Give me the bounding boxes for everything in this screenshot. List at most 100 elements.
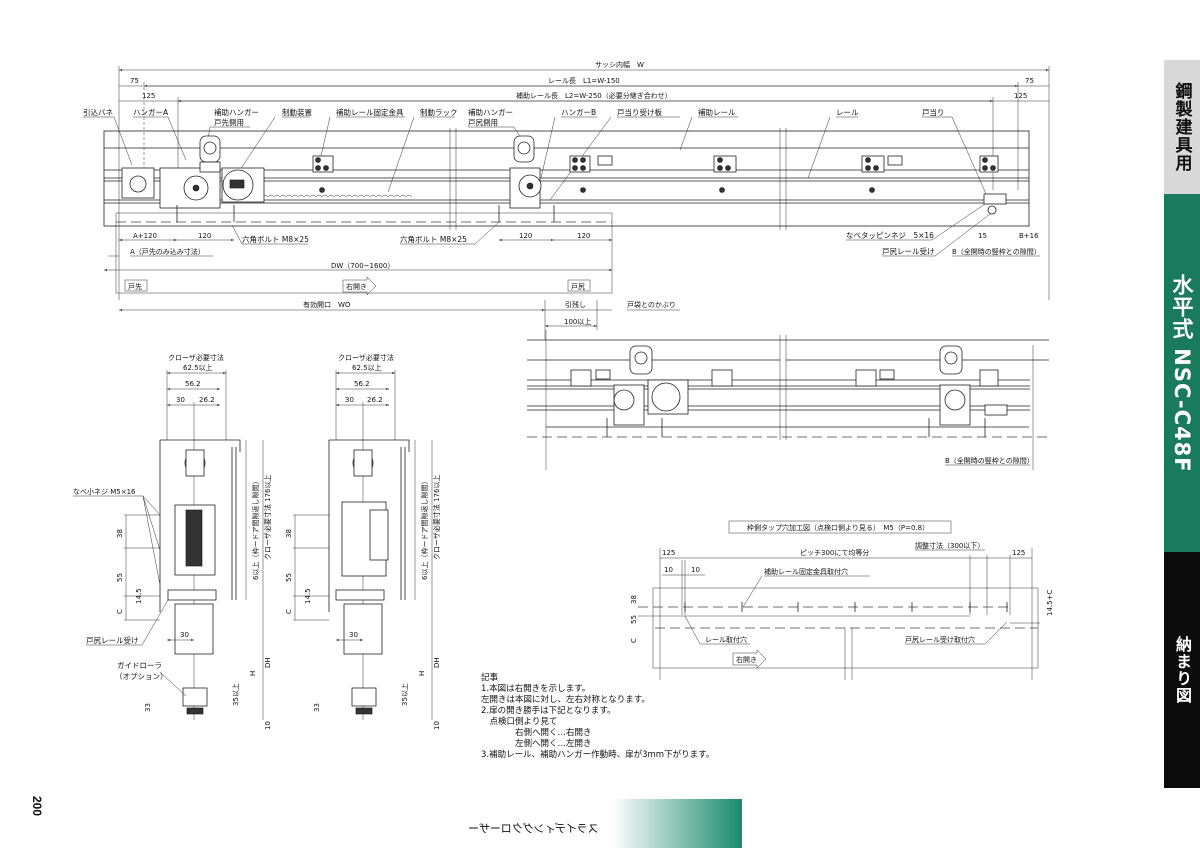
- sv1-h33: 33: [144, 703, 152, 712]
- sv1-screw: なべ小ネジ M5×16: [73, 487, 136, 496]
- tap-aux-hole: 補助レール固定金具取付穴: [764, 567, 848, 576]
- open-view: B（全開時の竪枠との隙間）: [527, 330, 1049, 470]
- section-label: 納まり図: [1173, 636, 1192, 704]
- sv2-h33: 33: [313, 703, 321, 712]
- tap-rear-hole: 戸尻レール受け取付穴: [905, 635, 975, 644]
- callout-hanger-b: ハンガーB: [561, 107, 596, 117]
- page-number: 200: [30, 796, 44, 817]
- sv1-guide-roller-sub: （オプション）: [115, 672, 168, 681]
- dim-b-gap: B（全開時の竪枠との隙間）: [952, 247, 1041, 256]
- callout-aux-rail-bracket: 補助レール固定金具: [336, 107, 404, 117]
- callout-hex-bolt-1: 六角ボルト M8×25: [242, 234, 309, 244]
- dim-right-125: 125: [1014, 92, 1027, 100]
- tap-h55: 55: [630, 615, 638, 624]
- sv2-w30: 30: [345, 396, 354, 404]
- tap-r125: 125: [1012, 549, 1025, 557]
- sv1-w56: 56.2: [185, 380, 201, 388]
- dim-15: 15: [978, 232, 987, 240]
- dim-wo: 有効開口 WO: [303, 300, 351, 309]
- sv2-w26: 26.2: [367, 396, 383, 404]
- notes-title: 記事: [481, 673, 499, 683]
- tap-l125: 125: [662, 549, 675, 557]
- dim-120-1: 120: [198, 232, 211, 240]
- sv1-w30: 30: [176, 396, 185, 404]
- sv1-v176: クローザ必要寸法 176以上: [263, 475, 272, 560]
- category-label: 鋼製建具用: [1171, 82, 1192, 172]
- tap-title: 枠側タップ穴加工図（点検口側より見る） M5（P=0.8）: [747, 523, 929, 532]
- callout-pull-spring: 引込バネ: [83, 108, 113, 117]
- tap-hc: C: [630, 638, 638, 643]
- sv1-h14: 14.5: [135, 588, 143, 604]
- section-tab: 納まり図: [1164, 552, 1200, 788]
- footer-gradient-bar: [612, 799, 742, 848]
- dim-left-125: 125: [142, 92, 155, 100]
- section-view-2: クローザ必要寸法 62.5以上 56.2 30 26.2 6以上（枠ードア間隙返…: [285, 353, 441, 730]
- callout-aux-rail: 補助レール: [698, 107, 736, 117]
- tap-holes: [684, 602, 1008, 612]
- sv1-h38: 38: [116, 529, 124, 538]
- sv1-hDH: DH: [264, 657, 272, 668]
- sv1-hH: H: [249, 671, 257, 676]
- sv1-w62: 62.5以上: [183, 363, 213, 372]
- sv1-h10: 10: [264, 721, 272, 730]
- top-view: サッシ内幅 W レール長 L1=W-150 75 75 補助レール長 L2=W-…: [83, 60, 1050, 340]
- callout-rear-rail-receiver: 戸尻レール受け: [882, 246, 935, 256]
- note-line: 2.扉の開き勝手は下記となります。: [481, 706, 616, 716]
- label-door-front: 戸先: [128, 282, 142, 291]
- dim-a-plus-120: A+120: [133, 232, 157, 240]
- label-door-rear: 戸尻: [571, 283, 585, 291]
- dim-aux-rail-length: 補助レール長 L2=W-250（必要分継ぎ合わせ）: [516, 91, 672, 100]
- sv2-h10: 10: [433, 721, 441, 730]
- dim-dw: DW（700~1600）: [331, 262, 394, 270]
- notes-block: 記事 1.本図は右開きを示します。 左開きは本図に対し、左右対称となります。 2…: [481, 673, 714, 761]
- dim-120-3: 120: [577, 232, 590, 240]
- section-view-1: クローザ必要寸法 62.5以上 56.2 30 26.2 6以上（枠ードア間隙返…: [73, 353, 272, 730]
- note-line: 右側へ開く…右開き: [481, 728, 592, 738]
- tap-d10a: 10: [664, 566, 673, 574]
- callouts: 引込バネ ハンガーA 補助ハンガー 戸先側用 制動装置 補助レール固定金具 制動…: [83, 107, 988, 201]
- callout-brake-rack: 制動ラック: [420, 107, 458, 117]
- dim-a-label: A（戸先のみ込み寸法）: [130, 247, 205, 256]
- callout-rail: レール: [836, 108, 859, 117]
- sv2-h55: 55: [285, 573, 293, 582]
- sv1-b30: 30: [180, 631, 189, 639]
- dim-min-100: 100以上: [564, 317, 591, 326]
- dim-right-75: 75: [1025, 77, 1034, 85]
- tap-d10b: 10: [691, 566, 700, 574]
- sv1-rear-receiver: 戸尻レール受け: [86, 635, 139, 645]
- sv2-hH: H: [418, 671, 426, 676]
- callout-door-stop: 戸当り: [922, 107, 945, 117]
- note-line: 左側へ開く…左開き: [481, 739, 592, 749]
- sv2-v176: クローザ必要寸法 176以上: [432, 475, 441, 560]
- sv2-hDH: DH: [433, 657, 441, 668]
- sv2-h35: 35以上: [400, 683, 409, 706]
- tap-pitch: ピッチ300にて均等分: [800, 548, 869, 557]
- dim-left-75: 75: [130, 77, 139, 85]
- tap-h38: 38: [630, 595, 638, 604]
- aux-rail-brackets: [312, 155, 999, 193]
- tap-rail-hole: レール取付穴: [705, 635, 747, 644]
- sv1-hc: C: [116, 609, 124, 614]
- sv1-w26: 26.2: [199, 396, 215, 404]
- callout-aux-hanger-front: 補助ハンガー: [214, 107, 259, 117]
- callout-pan-tap-screw: なべタッピンネジ 5×16: [846, 231, 934, 240]
- dim-hikinokoshi: 引残し: [565, 300, 586, 309]
- note-line: 左開きは本図に対し、左右対称となります。: [481, 695, 650, 705]
- sv2-hc: C: [285, 609, 293, 614]
- sv1-guide-roller: ガイドローラ: [117, 660, 162, 670]
- callout-aux-hanger-front-sub: 戸先側用: [214, 117, 244, 127]
- model-label: 水平式 NSC-C48F: [1170, 273, 1194, 473]
- sv1-closer-req: クローザ必要寸法: [168, 353, 224, 362]
- note-line: 点検口側より見て: [481, 717, 558, 727]
- sv2-w56: 56.2: [354, 380, 370, 388]
- sv2-w62: 62.5以上: [352, 363, 382, 372]
- sv2-h38: 38: [285, 529, 293, 538]
- callout-aux-hanger-rear: 補助ハンガー: [468, 107, 513, 117]
- callout-brake: 制動装置: [282, 107, 312, 117]
- callout-hex-bolt-2: 六角ボルト M8×25: [400, 234, 467, 244]
- dim-b-plus-16: B+16: [1019, 232, 1039, 240]
- callout-aux-hanger-rear-sub: 戸尻側用: [468, 117, 498, 127]
- model-tab: 水平式 NSC-C48F: [1164, 194, 1200, 552]
- sv1-v6: 6以上（枠ードア間隙返し隙間）: [251, 478, 260, 580]
